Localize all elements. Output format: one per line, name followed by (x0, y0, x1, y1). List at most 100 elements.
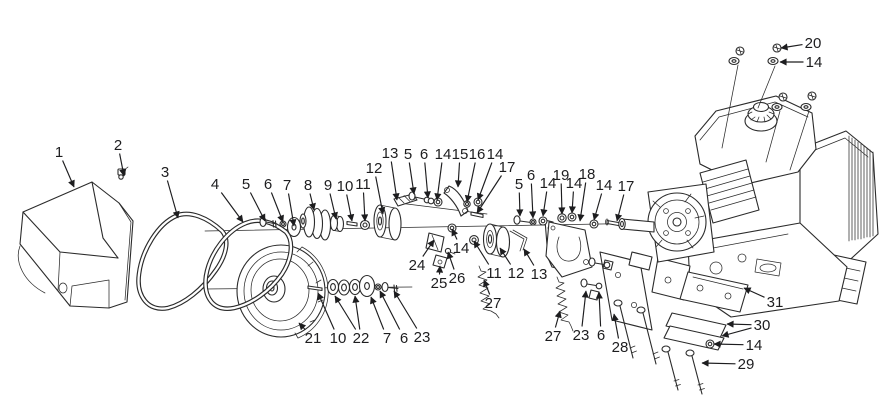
callout-22: 22 (353, 330, 370, 347)
callout-leader-14e (592, 193, 603, 221)
callout-leader-9 (329, 193, 338, 220)
callout-25: 25 (431, 275, 448, 292)
callout-leader-14b (476, 162, 493, 201)
callout-6: 6 (264, 176, 272, 193)
callout-leader-21 (298, 322, 307, 331)
rear-belt-part (203, 218, 294, 311)
callout-14a: 14 (435, 146, 452, 163)
callout-leader-10b (317, 292, 335, 330)
callout-leader-23a (393, 290, 418, 329)
callout-10: 10 (337, 178, 354, 195)
callout-leader-27a (483, 279, 491, 295)
callout-leader-6c (529, 183, 537, 219)
callout-27a: 27 (485, 295, 502, 312)
callout-26: 26 (449, 270, 466, 287)
callout-leader-20 (780, 43, 803, 51)
callout-3: 3 (161, 164, 169, 181)
callout-leader-8 (308, 193, 316, 211)
callout-11: 11 (355, 176, 371, 193)
callout-4: 4 (211, 176, 219, 193)
callout-leader-17b (615, 194, 625, 222)
callout-8: 8 (304, 177, 312, 194)
callout-leader-26 (446, 251, 455, 270)
callout-14b: 14 (487, 146, 504, 163)
idler-pulley-part (373, 204, 402, 241)
front-belt-part (136, 211, 229, 311)
callout-16: 16 (469, 146, 486, 163)
callout-leader-12b (499, 247, 512, 265)
callout-14e: 14 (596, 177, 613, 194)
callout-leader-22 (334, 295, 357, 330)
callout-15: 15 (452, 146, 469, 163)
callout-1: 1 (55, 144, 63, 161)
callout-14d: 14 (566, 175, 583, 192)
pulley-shaft-hardware (307, 274, 399, 298)
engine-part (618, 95, 879, 318)
callout-leader-6d (379, 290, 401, 330)
callout-27b: 27 (545, 328, 562, 345)
callout-leader-18 (577, 182, 587, 222)
callout-leader-27b (554, 310, 562, 328)
callout-leader-30 (721, 327, 752, 338)
callout-leader-10 (346, 194, 355, 222)
callout-19: 19 (553, 167, 570, 184)
callout-leader-6e (595, 291, 603, 327)
belt-cover-part (18, 181, 134, 309)
torque-rod-part (509, 229, 528, 252)
callout-5c: 5 (515, 176, 523, 193)
callout-leader-4 (220, 192, 244, 223)
callout-14c: 14 (540, 175, 557, 192)
callout-6b: 6 (420, 146, 428, 163)
mount-bracket-parts (580, 251, 660, 365)
callout-13: 13 (382, 145, 399, 162)
callout-leader-1 (62, 160, 75, 188)
callout-leader-28 (611, 313, 620, 339)
callout-6e: 6 (597, 327, 605, 344)
callout-leader-5 (249, 192, 266, 222)
callout-18: 18 (579, 166, 596, 183)
callout-leader-25 (436, 265, 444, 275)
callout-6d: 6 (400, 330, 408, 347)
callout-leader-16 (464, 162, 476, 203)
callout-leader-5c (516, 192, 524, 217)
callout-leader-3 (166, 180, 180, 219)
tension-bracket-parts (513, 212, 625, 278)
callout-leader-12 (375, 176, 386, 215)
callout-14g: 14 (746, 337, 763, 354)
callout-leader-7 (287, 193, 297, 227)
callout-leader-13 (390, 161, 400, 201)
callout-leader-17a (476, 175, 502, 214)
callout-leader-14d (568, 191, 576, 214)
callout-20: 20 (805, 35, 822, 52)
callout-7b: 7 (383, 330, 391, 347)
callout-leader-30 (726, 320, 752, 328)
callout-6c: 6 (527, 167, 535, 184)
callout-7: 7 (283, 177, 291, 194)
engine-mount-parts (661, 271, 749, 395)
callout-17a: 17 (499, 159, 516, 176)
callout-leader-2 (119, 153, 127, 177)
callout-30: 30 (754, 317, 771, 334)
callout-10b: 10 (330, 330, 347, 347)
callout-leader-13c (523, 248, 535, 266)
tension-spring-part (555, 276, 574, 332)
idler-spring-part (477, 265, 500, 319)
callout-leader-23b (581, 290, 589, 327)
callout-leader-24 (422, 239, 435, 257)
callout-9: 9 (324, 177, 332, 194)
callout-12b: 12 (508, 265, 525, 282)
callout-29: 29 (738, 356, 755, 373)
callout-12: 12 (366, 160, 383, 177)
callout-31: 31 (767, 294, 784, 311)
callout-leader-7b (370, 296, 385, 330)
callout-leader-6 (270, 192, 284, 223)
callout-14h: 14 (806, 54, 823, 71)
callout-17b: 17 (618, 178, 635, 195)
callout-leader-29 (701, 359, 736, 367)
callout-5: 5 (242, 176, 250, 193)
callout-21: 21 (305, 330, 322, 347)
callout-5b: 5 (404, 146, 412, 163)
callout-24: 24 (409, 257, 426, 274)
callout-23b: 23 (573, 327, 590, 344)
callout-leader-15 (454, 162, 462, 188)
